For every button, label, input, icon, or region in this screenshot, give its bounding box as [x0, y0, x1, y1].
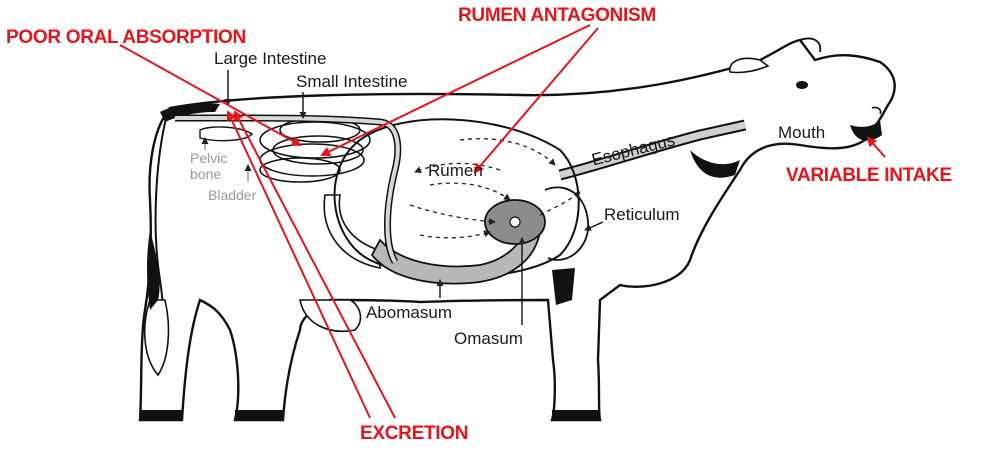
cow-udder [299, 299, 362, 332]
label-reticulum: Reticulum [604, 205, 680, 224]
arrow-variable-intake [866, 136, 886, 158]
label-poor-oral-absorption: POOR ORAL ABSORPTION [6, 27, 246, 48]
arrow-rumen-antagonism-2 [473, 27, 599, 174]
label-large-intestine: Large Intestine [214, 49, 327, 68]
label-small-intestine: Small Intestine [296, 72, 408, 91]
black-patch-muzzle [850, 120, 882, 141]
black-patch-hind [147, 230, 160, 310]
hoof-hind-1 [140, 410, 182, 420]
cow-tail-switch [143, 299, 170, 377]
cow-ear [729, 57, 770, 74]
hoof-fore-1 [552, 410, 600, 420]
label-omasum: Omasum [454, 329, 523, 348]
black-patch-neck [690, 150, 740, 178]
rumen-lower-lobe [323, 194, 381, 269]
rumen-outline [333, 118, 580, 279]
rumen-flow-arrows [409, 138, 581, 239]
label-pelvic-bone: Pelvic bone [190, 150, 228, 182]
arrow-excretion-2 [234, 110, 396, 419]
cow-horn [799, 37, 822, 53]
hoof-hind-2 [235, 410, 283, 420]
label-rumen: Rumen [428, 161, 483, 180]
red-annotation-arrows [119, 24, 886, 419]
arrow-poor-absorption [119, 44, 302, 146]
cow-eye [796, 81, 808, 89]
label-bladder: Bladder [208, 187, 257, 203]
black-patch-fore [552, 268, 575, 305]
arrow-rumen-antagonism-1 [320, 24, 591, 157]
label-variable-intake: VARIABLE INTAKE [786, 165, 952, 186]
arrow-excretion-1 [226, 110, 371, 419]
label-excretion: EXCRETION [360, 423, 469, 444]
reticulum-pointer [584, 221, 604, 231]
label-abomasum: Abomasum [366, 303, 452, 322]
label-rumen-antagonism: RUMEN ANTAGONISM [458, 5, 656, 26]
cow-nostril [871, 106, 882, 115]
label-mouth: Mouth [778, 123, 826, 142]
